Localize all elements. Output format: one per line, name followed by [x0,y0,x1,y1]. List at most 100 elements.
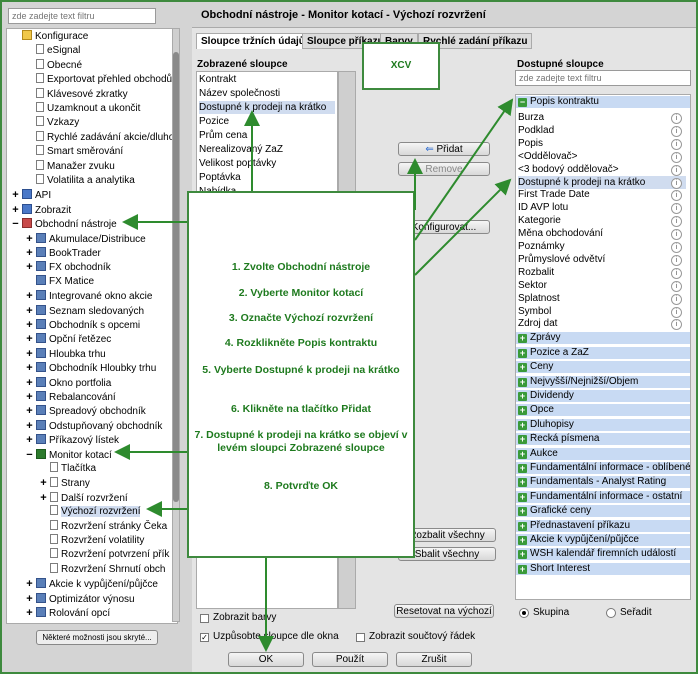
tree-item[interactable]: +Další rozvržení [39,491,128,505]
info-icon[interactable]: i [671,254,682,266]
tree-expander-icon[interactable]: + [26,247,33,259]
info-icon[interactable]: i [671,242,682,253]
tree-filter-input[interactable] [8,8,156,24]
tree-item[interactable]: +Rebalancování [25,390,116,404]
tree-item[interactable]: Volatilita a analytika [25,174,135,188]
tree-expander-icon[interactable]: − [12,218,19,231]
info-icon[interactable]: i [671,151,682,163]
column-group[interactable]: +Pozice a ZaZ [516,346,690,360]
tree-item[interactable]: +Příkazový lístek [25,433,119,447]
displayed-column-item[interactable]: Nerealizovaný ZaZ [199,144,283,155]
tree-item[interactable]: +API [11,188,51,202]
tree-item[interactable]: Uzamknout a ukončit [25,102,140,116]
tree-item[interactable]: FX Matice [25,274,94,289]
available-filter-input[interactable] [515,70,691,86]
tree-item[interactable]: Konfigurace [11,30,88,44]
tree-item[interactable]: Rozvržení Shrnutí obch [39,562,166,577]
displayed-column-item[interactable]: Prům cena [199,130,248,141]
info-icon[interactable]: i [671,216,682,228]
tree-item[interactable]: Rychlé zadávání akcie/dluhopi [25,130,177,145]
tree-expander-icon[interactable]: − [26,448,33,461]
tree-expander-icon[interactable]: + [26,333,33,346]
tree-expander-icon[interactable]: + [26,434,33,447]
fit-columns-checkbox[interactable]: ✓ [200,633,209,642]
tree-expander-icon[interactable]: + [12,203,19,216]
sort-radio[interactable] [606,608,616,618]
reset-default-button[interactable]: Resetovat na výchozí [394,604,494,618]
displayed-column-item[interactable]: Velikost poptávky [199,158,277,169]
plus-icon[interactable]: + [518,534,527,545]
column-group[interactable]: +Fundamentální informace - oblíbené [516,461,690,475]
info-icon[interactable]: i [671,125,682,137]
displayed-column-item[interactable]: Poptávka [199,172,241,183]
minus-icon[interactable]: − [518,97,527,107]
info-icon[interactable]: i [671,138,682,150]
info-icon[interactable]: i [671,293,682,305]
tree-item[interactable]: Vzkazy [25,116,79,130]
tree-item[interactable]: +Odstupňovaný obchodník [25,419,162,433]
tree-item[interactable]: +FX obchodník [25,260,111,274]
info-icon[interactable]: i [671,229,682,241]
tree-item[interactable]: +Strany [39,476,90,490]
sum-row-checkbox[interactable] [356,633,365,642]
tree-expander-icon[interactable]: + [26,391,33,403]
tree-expander-icon[interactable]: + [26,376,33,389]
plus-icon[interactable]: + [518,520,527,531]
tree-item[interactable]: −Obchodní nástroje [11,217,117,231]
tree-item[interactable]: Smart směrování [25,145,123,159]
cancel-button[interactable]: Zrušit [396,652,472,667]
tree-item[interactable]: +Spreadový obchodník [25,404,146,418]
tree-item[interactable]: +Optimizátor výnosu [25,592,135,606]
info-icon[interactable]: i [671,306,682,318]
tab-market-data-columns[interactable]: Sloupce tržních údajů [196,33,310,49]
tree-item[interactable]: +Integrované okno akcie [25,289,152,303]
column-group[interactable]: +Nejvyšší/Nejnižší/Objem [516,375,690,389]
displayed-column-item[interactable]: Název společnosti [199,88,281,99]
info-icon[interactable]: i [671,203,682,215]
plus-icon[interactable]: + [518,419,527,430]
apply-button[interactable]: Použít [312,652,388,667]
add-button[interactable]: ⇐ Přidat [398,142,490,156]
tree-scrollbar-thumb[interactable] [173,52,179,502]
tree-item[interactable]: +Akcie k vypůjčení/půjčce [25,577,158,591]
contract-description-group[interactable]: −Popis kontraktu [516,96,690,109]
tree-expander-icon[interactable]: + [26,347,33,360]
info-icon[interactable]: i [671,267,682,279]
column-group[interactable]: +Přednastavení příkazu [516,519,690,533]
plus-icon[interactable]: + [518,491,527,502]
tree-item[interactable]: Rozvržení volatility [39,534,144,548]
info-icon[interactable]: i [671,319,682,331]
displayed-column-item[interactable]: Kontrakt [199,74,237,85]
tree-expander-icon[interactable]: + [26,592,33,605]
tree-item[interactable]: −Monitor kotací [25,448,112,462]
plus-icon[interactable]: + [518,362,527,373]
tree-item[interactable]: Tlačítka [39,462,96,476]
column-group[interactable]: +Akcie k vypůjčení/půjčce [516,533,690,547]
plus-icon[interactable]: + [518,405,527,416]
tree-item[interactable]: Klávesové zkratky [25,87,128,102]
tree-expander-icon[interactable]: + [26,405,33,418]
tree-item[interactable]: Obecné [25,58,82,73]
tree-item[interactable]: Rozvržení stránky Čeka [39,519,167,534]
available-column-item[interactable]: <3 bodový oddělovač>i [518,163,686,176]
tree-expander-icon[interactable]: + [40,477,47,490]
tab-quick-order-entry[interactable]: Rychlé zadání příkazu [418,33,533,49]
column-group[interactable]: +Opce [516,404,690,418]
column-group[interactable]: +Ceny [516,361,690,375]
tree-item[interactable]: +Seznam sledovaných [25,304,144,318]
tree-expander-icon[interactable]: + [26,607,33,619]
column-group[interactable]: +Fundamentals - Analyst Rating [516,476,690,490]
group-radio[interactable] [519,608,529,618]
